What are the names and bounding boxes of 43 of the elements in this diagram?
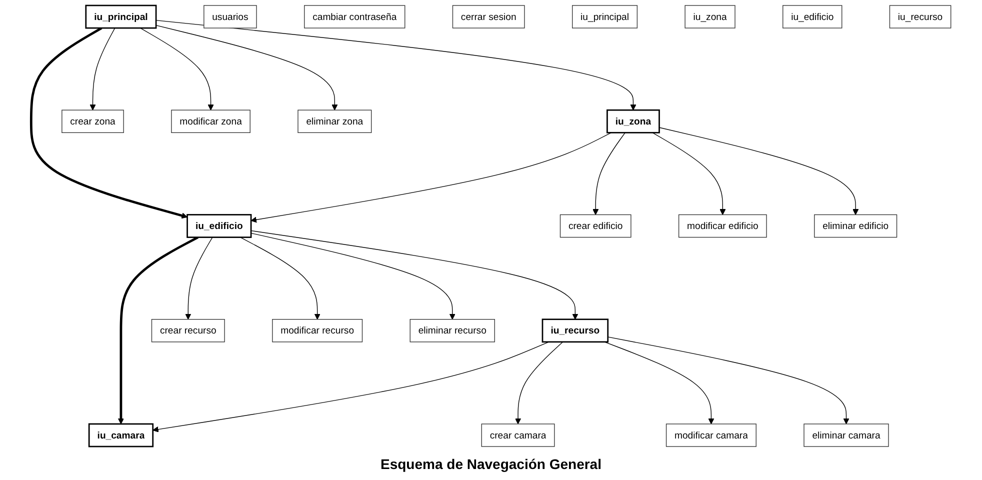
node-box: crear camara: [481, 424, 555, 447]
caption: Esquema de Navegación General: [380, 455, 602, 474]
node-box: iu_edificio: [186, 214, 252, 238]
node-box: usuarios: [204, 5, 257, 28]
node-box: eliminar camara: [804, 424, 889, 447]
node-box: eliminar recurso: [410, 319, 495, 342]
node-box: modificar edificio: [678, 214, 767, 238]
node-box: iu_camara: [88, 423, 154, 448]
node-box: modificar recurso: [272, 319, 363, 342]
arrow: [140, 28, 214, 110]
node-box: eliminar edificio: [814, 214, 898, 238]
arrow: [90, 28, 116, 110]
node-box: iu_principal: [85, 4, 157, 29]
arrow: [250, 132, 612, 223]
node-box: crear recurso: [151, 319, 225, 342]
node-box: cerrar sesion: [452, 5, 525, 28]
node-box: crear zona: [62, 110, 124, 133]
node-box: iu_edificio: [782, 5, 842, 28]
node-box: iu_zona: [684, 5, 736, 28]
arrow: [156, 20, 636, 110]
arrow: [240, 236, 320, 320]
node-box: iu_recurso: [889, 5, 952, 28]
node-box: modificar zona: [171, 110, 250, 133]
arrow: [156, 25, 338, 110]
node-box: crear edificio: [560, 214, 632, 238]
arrow: [152, 342, 550, 432]
node-box: modificar camara: [666, 424, 756, 447]
arrow: [30, 27, 188, 219]
node-box: iu_recurso: [542, 318, 609, 343]
arrow: [604, 342, 714, 424]
node-box: cambiar contraseña: [304, 5, 406, 28]
node-box: eliminar zona: [298, 110, 372, 133]
arrow: [250, 232, 456, 320]
arrow: [515, 342, 564, 424]
node-box: iu_zona: [606, 109, 660, 134]
arrow: [185, 236, 213, 320]
arrow: [250, 230, 578, 320]
arrow: [592, 132, 626, 215]
arrow: [658, 127, 859, 215]
arrow: [608, 336, 850, 424]
arrow: [118, 236, 199, 424]
arrow: [652, 132, 726, 215]
node-box: iu_principal: [572, 5, 638, 28]
